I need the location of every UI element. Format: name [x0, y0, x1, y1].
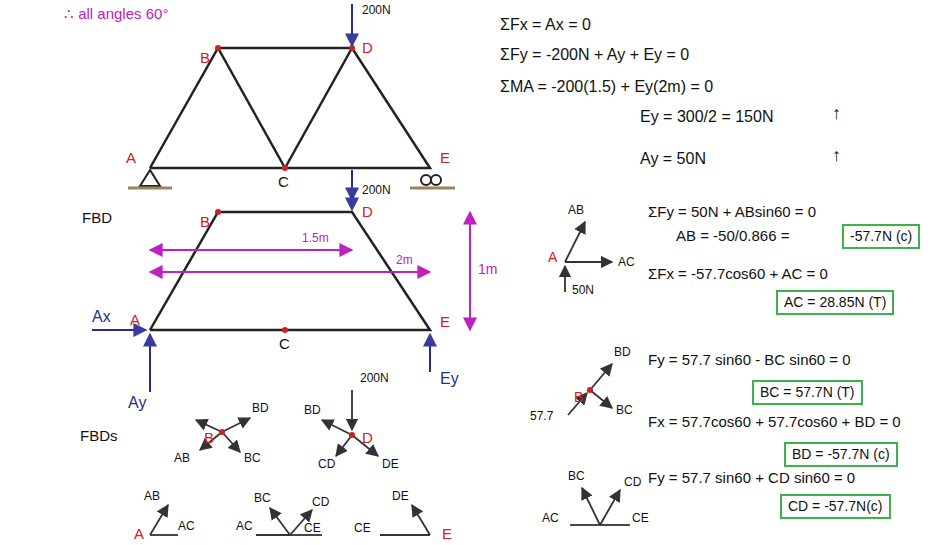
member-label: AC: [618, 256, 635, 269]
joint-letter: A: [134, 526, 144, 543]
member-label: BC: [244, 452, 261, 465]
joint-letter: C: [279, 336, 290, 353]
member-label: AB: [568, 204, 584, 217]
joint-letter: D: [362, 40, 373, 57]
dimension-label: 1.5m: [302, 232, 329, 245]
member-label: AC: [236, 520, 253, 533]
equation-text: Fy = 57.7 sin60 - BC sin60 = 0: [648, 352, 851, 369]
member-label: BD: [614, 346, 631, 359]
equation-text: ΣFx = Ax = 0: [500, 16, 591, 34]
joint-letter: B: [574, 390, 583, 405]
joint-letter: A: [130, 312, 140, 329]
equation-text: Fy = 57.7 sin60 + CD sin60 = 0: [648, 470, 855, 487]
member-label: 57.7: [530, 410, 553, 423]
joint-letter: E: [440, 314, 450, 331]
dimension-label: 1m: [478, 262, 497, 277]
joint-letter: B: [204, 430, 214, 447]
joint-letter: D: [362, 204, 373, 221]
answer-box: CD = -57.7N(c): [780, 494, 891, 519]
member-label: CD: [318, 458, 335, 471]
reaction-label: Ax: [92, 308, 111, 326]
member-label: CE: [304, 522, 321, 535]
member-label: AB: [144, 490, 160, 503]
reaction-label: Ay: [128, 394, 146, 412]
member-label: BC: [616, 404, 633, 417]
equation-text: ΣFx = -57.7cos60 + AC = 0: [648, 266, 828, 283]
load-label: 200N: [360, 372, 389, 385]
answer-text: -57.7N (c): [850, 228, 912, 245]
joint-letter: C: [278, 174, 289, 191]
load-label: 200N: [362, 184, 391, 197]
heading-text: FBD: [82, 210, 112, 227]
note-text: ∴ all angles 60°: [64, 6, 168, 23]
equation-text: ΣMA = -200(1.5) + Ey(2m) = 0: [500, 78, 713, 96]
equation-text: Ay = 50N: [640, 150, 706, 168]
answer-box: -57.7N (c): [842, 224, 920, 249]
joint-letter: B: [200, 50, 210, 67]
answer-box: AC = 28.85N (T): [776, 290, 894, 315]
answer-box: BD = -57.7N (c): [784, 442, 898, 467]
member-label: BD: [304, 404, 321, 417]
answer-text: AC = 28.85N (T): [784, 294, 886, 311]
heading-text: FBDs: [80, 428, 118, 445]
member-label: BC: [254, 492, 271, 505]
equation-text: ΣFy = 50N + ABsin60 = 0: [648, 204, 816, 221]
answer-text: BC = 57.7N (T): [760, 384, 855, 401]
joint-letter: E: [442, 526, 452, 543]
equation-text: AB = -50/0.866 =: [676, 228, 789, 245]
joint-letter: A: [548, 250, 557, 265]
member-label: CD: [624, 476, 641, 489]
answer-text: BD = -57.7N (c): [792, 446, 890, 463]
member-label: CD: [312, 496, 329, 509]
equation-text: Ey = 300/2 = 150N: [640, 108, 773, 126]
joint-letter: E: [440, 150, 450, 167]
member-label: AB: [174, 452, 190, 465]
load-label: 50N: [572, 284, 594, 297]
member-label: AC: [178, 520, 195, 533]
dimension-label: 2m: [396, 254, 413, 267]
member-label: AC: [542, 512, 559, 525]
joint-letter: D: [362, 430, 373, 447]
member-label: BC: [568, 470, 585, 483]
equation-text: Fx = 57.7cos60 + 57.7cos60 + BD = 0: [648, 414, 901, 431]
load-label: 200N: [362, 4, 391, 17]
member-label: DE: [392, 490, 409, 503]
member-label: CE: [354, 522, 371, 535]
answer-text: CD = -57.7N(c): [788, 498, 883, 515]
arrow-symbol: ↑: [832, 146, 841, 166]
member-label: CE: [632, 512, 649, 525]
joint-letter: B: [200, 214, 210, 231]
member-label: BD: [252, 402, 269, 415]
answer-box: BC = 57.7N (T): [752, 380, 863, 405]
reaction-label: Ey: [440, 370, 459, 388]
equation-text: ΣFy = -200N + Ay + Ey = 0: [500, 46, 689, 64]
arrow-symbol: ↑: [832, 104, 841, 124]
member-label: DE: [382, 458, 399, 471]
joint-letter: A: [126, 150, 136, 167]
